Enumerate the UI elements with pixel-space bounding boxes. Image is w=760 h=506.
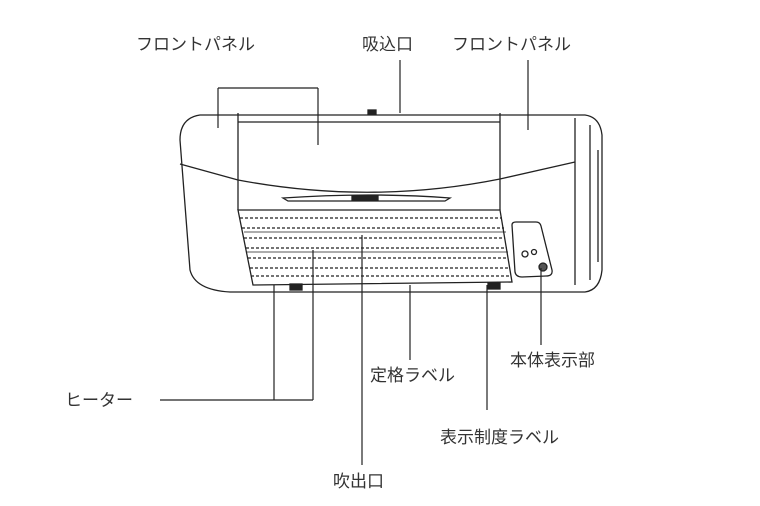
label-outlet: 吹出口 (333, 472, 384, 492)
label-rating-label: 定格ラベル (370, 366, 455, 386)
label-display: 本体表示部 (510, 351, 595, 371)
outlet-grille (237, 209, 513, 291)
label-intake: 吸込口 (362, 35, 413, 55)
label-front-panel-right: フロントパネル (452, 35, 571, 55)
label-front-panel-left: フロントパネル (136, 35, 255, 55)
display-panel (511, 221, 553, 278)
label-display-system-label: 表示制度ラベル (440, 428, 559, 448)
leader-lines (160, 60, 542, 465)
label-heater: ヒーター (65, 391, 133, 411)
heater-body (179, 109, 603, 293)
